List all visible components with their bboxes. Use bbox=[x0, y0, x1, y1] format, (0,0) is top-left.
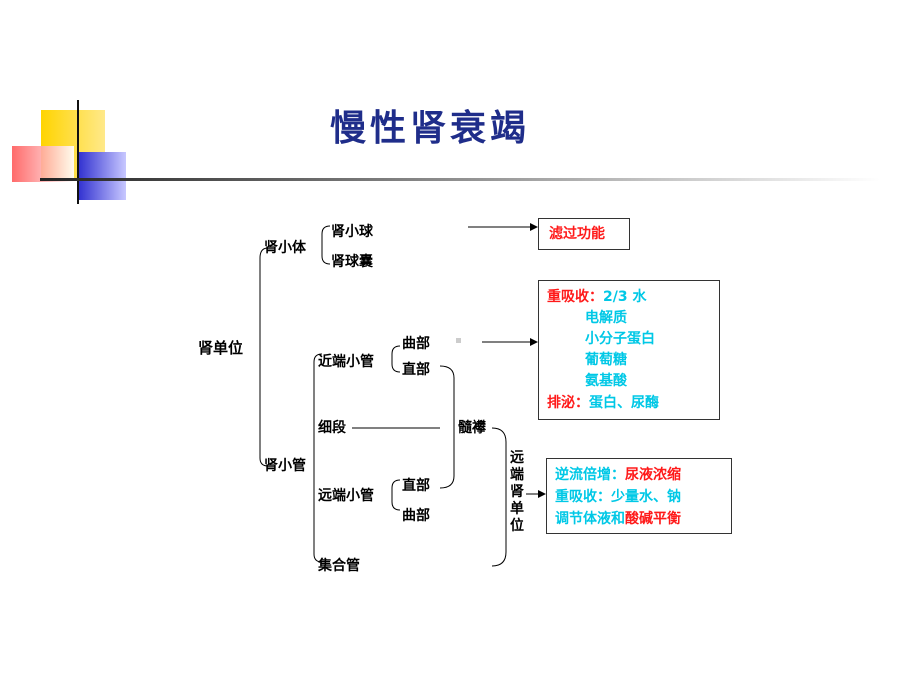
pink-square bbox=[12, 146, 74, 182]
regulate-label: 调节体液和 bbox=[555, 511, 625, 527]
node-dist-straight: 直部 bbox=[402, 478, 430, 494]
node-capsule: 肾球囊 bbox=[331, 254, 373, 270]
corpuscle-brace bbox=[321, 225, 331, 265]
prox-item-protein: 小分子蛋白 bbox=[585, 331, 655, 347]
countercurrent-line: 逆流倍增：尿液浓缩 bbox=[555, 467, 681, 483]
regulate-line: 调节体液和酸碱平衡 bbox=[555, 511, 681, 527]
arrows bbox=[468, 223, 546, 498]
prox-item-electrolyte: 电解质 bbox=[585, 310, 627, 326]
distal-function-box: 逆流倍增：尿液浓缩 重吸收：少量水、钠 调节体液和酸碱平衡 bbox=[546, 458, 732, 534]
node-distal-nephron: 远端肾单位 bbox=[510, 450, 524, 534]
tree-lines bbox=[259, 225, 507, 567]
slide-title: 慢性肾衰竭 bbox=[330, 107, 531, 149]
node-prox-curved: 曲部 bbox=[402, 336, 430, 352]
node-collecting-duct: 集合管 bbox=[318, 558, 360, 574]
title-underline bbox=[40, 178, 880, 181]
excrete-line: 排泌：蛋白、尿酶 bbox=[547, 395, 659, 411]
prox-item-aminoacid: 氨基酸 bbox=[585, 373, 627, 389]
reabsorb-value: 2/3 水 bbox=[603, 289, 647, 305]
small-dot bbox=[456, 338, 461, 343]
main-brace bbox=[259, 247, 269, 467]
blue-square bbox=[78, 152, 126, 200]
node-dist-curved: 曲部 bbox=[402, 508, 430, 524]
node-distal-tubule: 远端小管 bbox=[318, 488, 374, 504]
distal-nephron-bracket bbox=[491, 427, 507, 567]
distal-brace bbox=[391, 479, 401, 511]
node-renal-tubule: 肾小管 bbox=[264, 458, 306, 474]
node-renal-corpuscle: 肾小体 bbox=[264, 240, 306, 256]
reabsorb-line: 重吸收：2/3 水 bbox=[547, 289, 646, 305]
distal-reabsorb-line: 重吸收：少量水、钠 bbox=[555, 489, 681, 505]
filtration-box: 滤过功能 bbox=[538, 218, 630, 250]
node-loop: 髓襻 bbox=[458, 420, 486, 436]
filtration-label: 滤过功能 bbox=[549, 226, 605, 242]
urine-concentration: 尿液浓缩 bbox=[625, 467, 681, 483]
node-prox-straight: 直部 bbox=[402, 362, 430, 378]
countercurrent-label: 逆流倍增： bbox=[555, 467, 625, 483]
excrete-label: 排泌： bbox=[547, 395, 589, 411]
acid-base-balance: 酸碱平衡 bbox=[625, 511, 681, 527]
node-proximal-tubule: 近端小管 bbox=[318, 354, 374, 370]
loop-bracket bbox=[439, 365, 455, 489]
tubule-brace bbox=[313, 353, 323, 563]
node-glomerulus: 肾小球 bbox=[331, 224, 373, 240]
excrete-value: 蛋白、尿酶 bbox=[589, 395, 659, 411]
node-nephron: 肾单位 bbox=[198, 339, 244, 357]
prox-item-glucose: 葡萄糖 bbox=[585, 352, 627, 368]
proximal-function-box: 重吸收：2/3 水 电解质 小分子蛋白 葡萄糖 氨基酸 排泌：蛋白、尿酶 bbox=[538, 280, 720, 420]
node-thin-segment: 细段 bbox=[318, 420, 346, 436]
proximal-brace bbox=[391, 345, 401, 373]
reabsorb-label: 重吸收： bbox=[547, 289, 603, 305]
